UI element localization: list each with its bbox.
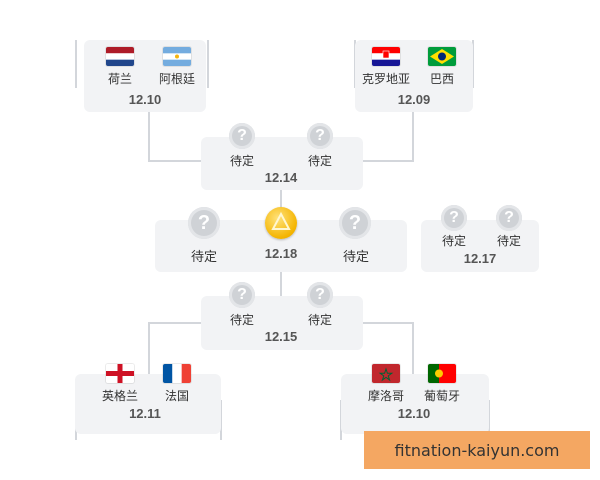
connector-line — [148, 322, 150, 374]
connector-line — [488, 400, 490, 440]
connector-line — [412, 322, 414, 374]
team-name-pending: 待定 — [229, 313, 254, 327]
unknown-team-icon: ? — [307, 123, 333, 149]
trophy-icon — [265, 207, 297, 239]
match-card-morocco-portugal[interactable] — [341, 374, 489, 434]
team-name: 葡萄牙 — [423, 389, 460, 403]
morocco-flag-icon — [372, 364, 400, 383]
connector-line — [362, 160, 414, 162]
team-france[interactable]: 法国 — [147, 364, 207, 404]
unknown-team-icon: ? — [229, 282, 255, 308]
match-card-third-place[interactable] — [421, 220, 539, 272]
team-name: 法国 — [164, 389, 189, 403]
connector-line — [280, 270, 282, 296]
match-date: 12.10 — [128, 92, 162, 107]
match-card-semifinal-2[interactable] — [201, 296, 363, 350]
team-name: 克罗地亚 — [361, 72, 410, 86]
match-date: 12.09 — [397, 92, 431, 107]
team-argentina[interactable]: 阿根廷 — [147, 47, 207, 87]
unknown-team-icon: ? — [441, 205, 467, 231]
match-date: 12.14 — [264, 170, 298, 185]
connector-line — [472, 40, 474, 88]
match-card-england-france[interactable] — [75, 374, 221, 434]
team-portugal[interactable]: 葡萄牙 — [412, 364, 472, 404]
match-date: 12.15 — [264, 329, 298, 344]
team-name: 荷兰 — [107, 72, 132, 86]
team-brazil[interactable]: 巴西 — [412, 47, 472, 87]
team-name: 英格兰 — [101, 389, 138, 403]
match-date: 12.11 — [129, 406, 161, 421]
connector-line — [75, 40, 77, 88]
match-card-semifinal-1[interactable] — [201, 137, 363, 190]
argentina-flag-icon — [163, 47, 191, 66]
team-name: 摩洛哥 — [367, 389, 404, 403]
match-date: 12.18 — [264, 246, 298, 261]
connector-line — [412, 112, 414, 162]
watermark-label: fitnation-kaiyun.com — [364, 431, 590, 469]
match-date: 12.10 — [397, 406, 431, 421]
team-morocco[interactable]: 摩洛哥 — [356, 364, 416, 404]
team-netherlands[interactable]: 荷兰 — [90, 47, 150, 87]
unknown-team-icon: ? — [496, 205, 522, 231]
connector-line — [148, 160, 202, 162]
team-name-pending: 待定 — [190, 249, 217, 264]
france-flag-icon — [163, 364, 191, 383]
netherlands-flag-icon — [106, 47, 134, 66]
match-date: 12.17 — [463, 251, 497, 266]
connector-line — [362, 322, 414, 324]
team-name-pending: 待定 — [229, 154, 254, 168]
connector-line — [220, 400, 222, 440]
team-name: 阿根廷 — [158, 72, 195, 86]
team-name-pending: 待定 — [307, 313, 332, 327]
connector-line — [148, 112, 150, 162]
croatia-flag-icon — [372, 47, 400, 66]
connector-line — [280, 190, 282, 220]
unknown-team-icon: ? — [307, 282, 333, 308]
portugal-flag-icon — [428, 364, 456, 383]
connector-line — [207, 40, 209, 88]
team-name-pending: 待定 — [441, 234, 466, 248]
team-name-pending: 待定 — [496, 234, 521, 248]
unknown-team-icon: ? — [339, 207, 371, 239]
team-name-pending: 待定 — [342, 249, 369, 264]
team-croatia[interactable]: 克罗地亚 — [356, 47, 416, 87]
brazil-flag-icon — [428, 47, 456, 66]
england-flag-icon — [106, 364, 134, 383]
team-name: 巴西 — [429, 72, 454, 86]
connector-line — [148, 322, 202, 324]
team-name-pending: 待定 — [307, 154, 332, 168]
team-england[interactable]: 英格兰 — [90, 364, 150, 404]
unknown-team-icon: ? — [188, 207, 220, 239]
unknown-team-icon: ? — [229, 123, 255, 149]
